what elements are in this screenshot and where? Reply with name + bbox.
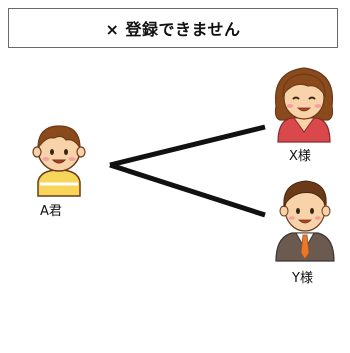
error-message: × 登録できません (105, 20, 241, 39)
woman-avatar-icon (274, 67, 334, 143)
child-avatar-icon (32, 125, 86, 197)
person-a (28, 120, 90, 200)
person-y (270, 175, 340, 263)
person-a-label: A君 (40, 204, 62, 219)
man-avatar-icon (275, 180, 335, 262)
person-y-label: Y様 (292, 271, 313, 286)
person-x (268, 62, 340, 144)
line-to-y (109, 162, 266, 218)
line-to-x (109, 124, 266, 168)
person-x-label: X様 (289, 149, 311, 164)
error-banner: × 登録できません (8, 8, 338, 48)
